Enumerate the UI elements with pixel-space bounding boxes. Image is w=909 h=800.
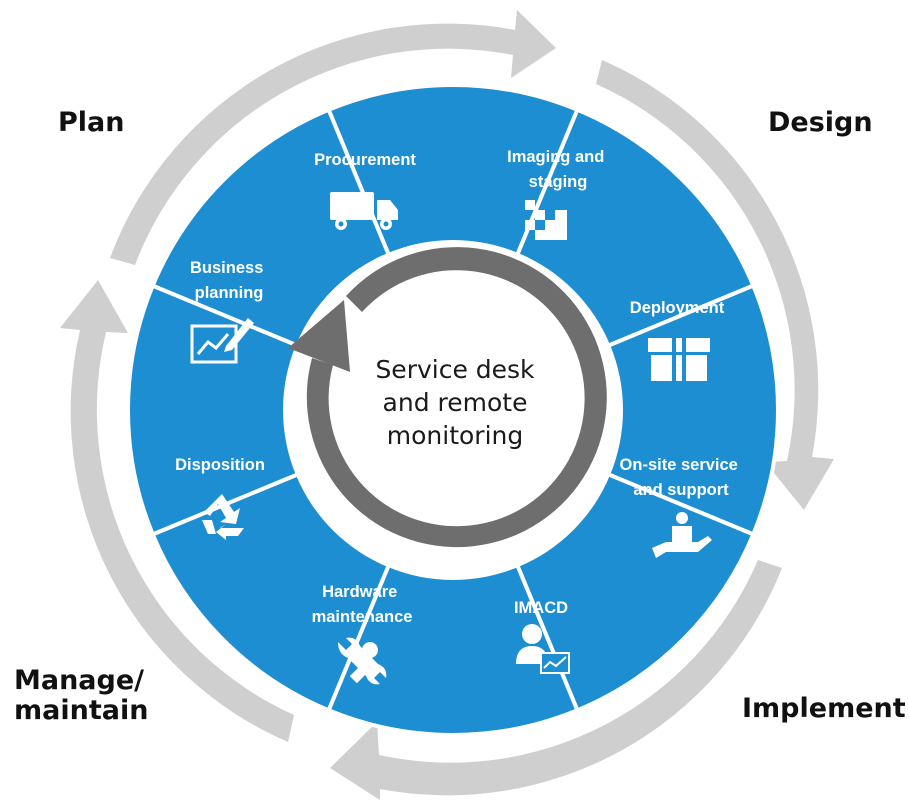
inner-cycle-arrow [288,247,607,548]
center-title: Service desk and remote monitoring [375,355,535,450]
arrow-plan-to-design [110,10,556,265]
wrench-icon [338,637,387,685]
phase-manage-line-2: maintain [14,695,149,726]
person-chart-icon [516,624,570,674]
segment-icons [190,192,712,685]
inner-arrow-head [288,300,350,372]
gift-box-icon [648,338,710,381]
arrow-implement-to-manage [330,560,782,800]
label-deployment: Deployment [630,299,725,317]
center-line-3: monitoring [387,421,523,450]
label-procurement: Procurement [314,151,416,169]
recycle-icon [202,494,244,540]
phase-plan: Plan [58,107,125,138]
segment-labels: Procurement Imaging and staging Deployme… [175,148,743,626]
label-imaging: Imaging and staging [507,148,609,191]
phase-implement: Implement [742,693,906,724]
center-line-1: Service desk [375,355,535,384]
outer-cycle-arrows [60,10,834,800]
phase-manage: Manage/ maintain [14,666,148,726]
arrow-design-to-implement [596,60,834,510]
truck-icon [330,192,398,230]
phase-design: Design [768,107,873,138]
center-line-2: and remote [383,388,528,417]
checkered-stairs-icon [525,200,567,240]
label-onsite: On-site service and support [620,456,743,499]
phase-manage-line-1: Manage/ [14,665,145,696]
label-business: Business planning [190,259,268,302]
label-disposition: Disposition [175,456,265,474]
chart-pencil-icon [190,318,254,364]
label-imacd: IMACD [514,599,568,617]
segment-ring [126,83,780,737]
label-hardware: Hardware maintenance [312,583,413,626]
arrow-manage-to-plan [60,280,294,742]
hand-person-icon [652,512,712,558]
